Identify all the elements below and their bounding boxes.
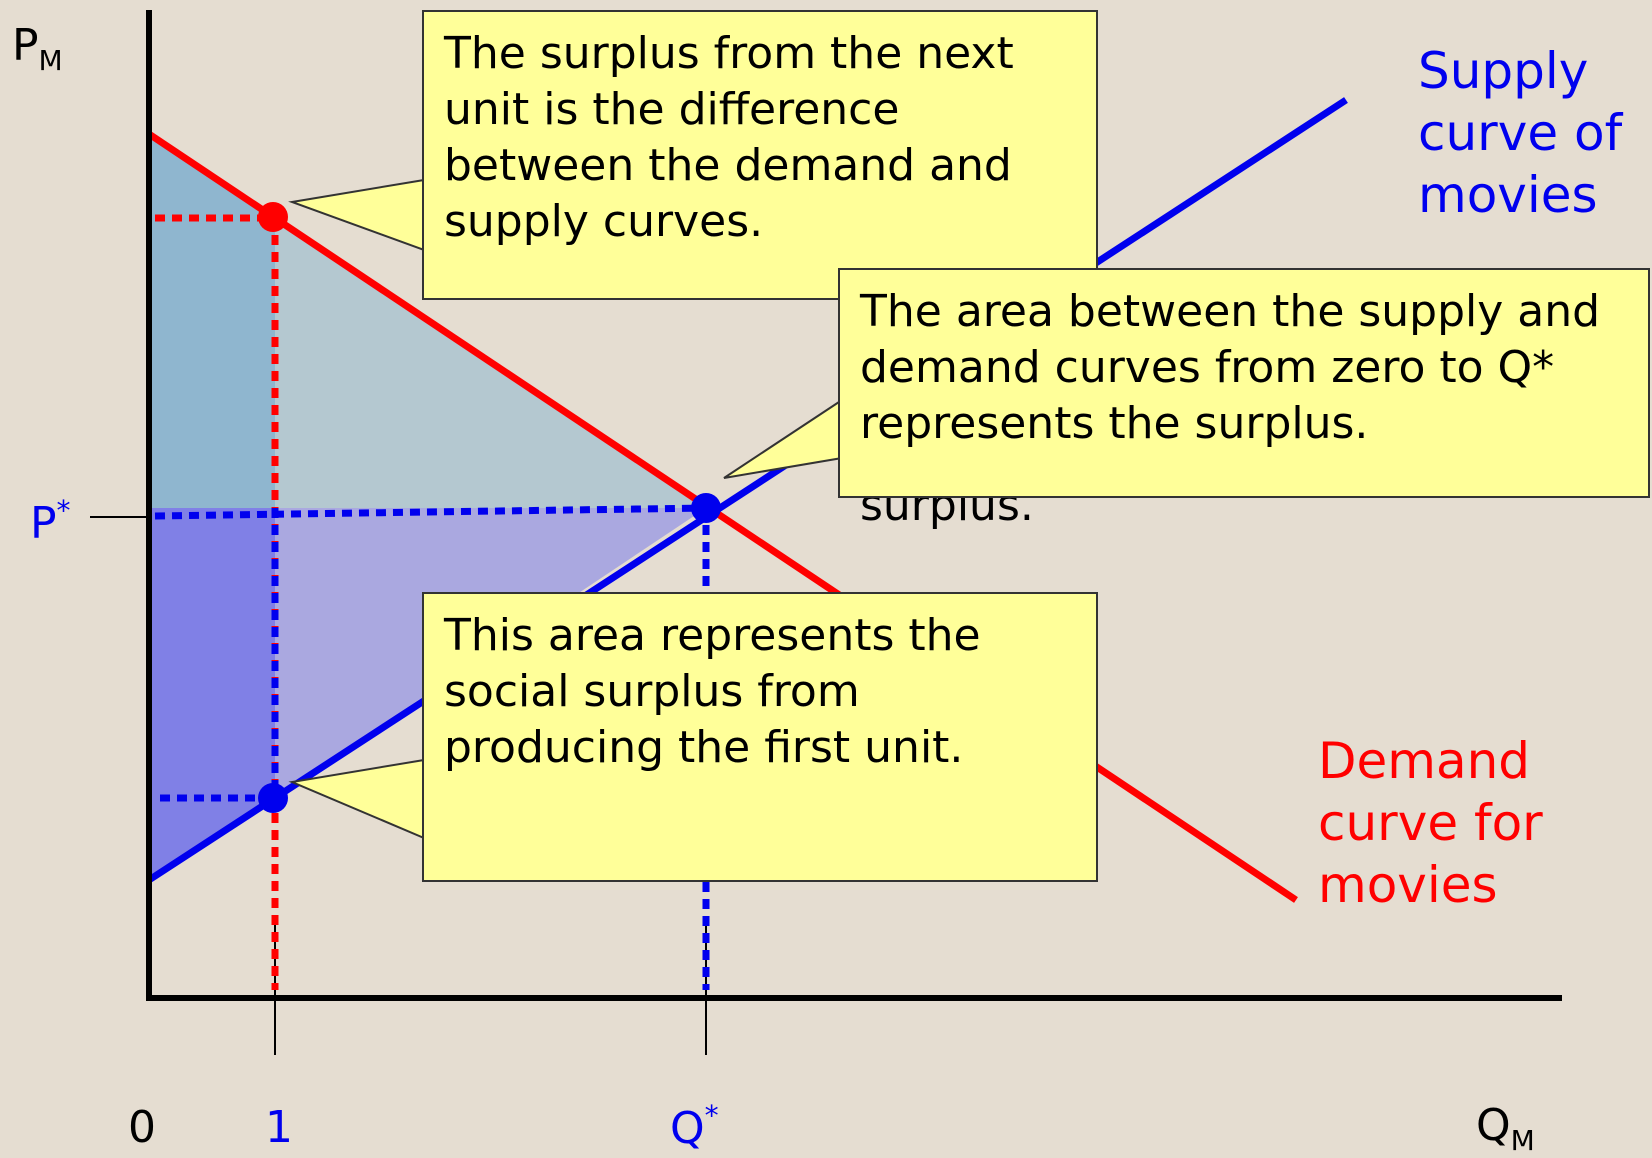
callout-next-unit: The surplus from the next unit is the di… <box>422 10 1098 300</box>
supply-curve <box>147 97 1348 883</box>
callout-first-unit: This area represents the social surplus … <box>422 592 1098 882</box>
equilibrium-point <box>691 493 721 523</box>
y-axis-label: PM <box>12 20 63 77</box>
first-unit-consumer-area <box>149 134 275 508</box>
demand-curve-label: Demand curve for movies <box>1318 732 1543 914</box>
first-unit-producer-area <box>149 508 275 880</box>
x-tick-1: 1 <box>265 1102 293 1153</box>
demand-curve <box>147 131 1298 903</box>
y-tick-p-star: P* <box>30 494 71 549</box>
demand-first-unit-point <box>258 202 288 232</box>
callout-area-total: The area between the supply and demand c… <box>838 268 1650 498</box>
x-axis-label: QM <box>1476 1100 1535 1157</box>
blue-dotted-horizontal-p-star <box>154 504 707 520</box>
x-tick-origin: 0 <box>128 1102 156 1153</box>
x-tick-q-star: Q* <box>670 1099 719 1154</box>
supply-curve-label: Supply curve of movies <box>1418 42 1623 224</box>
supply-first-unit-point <box>258 783 288 813</box>
